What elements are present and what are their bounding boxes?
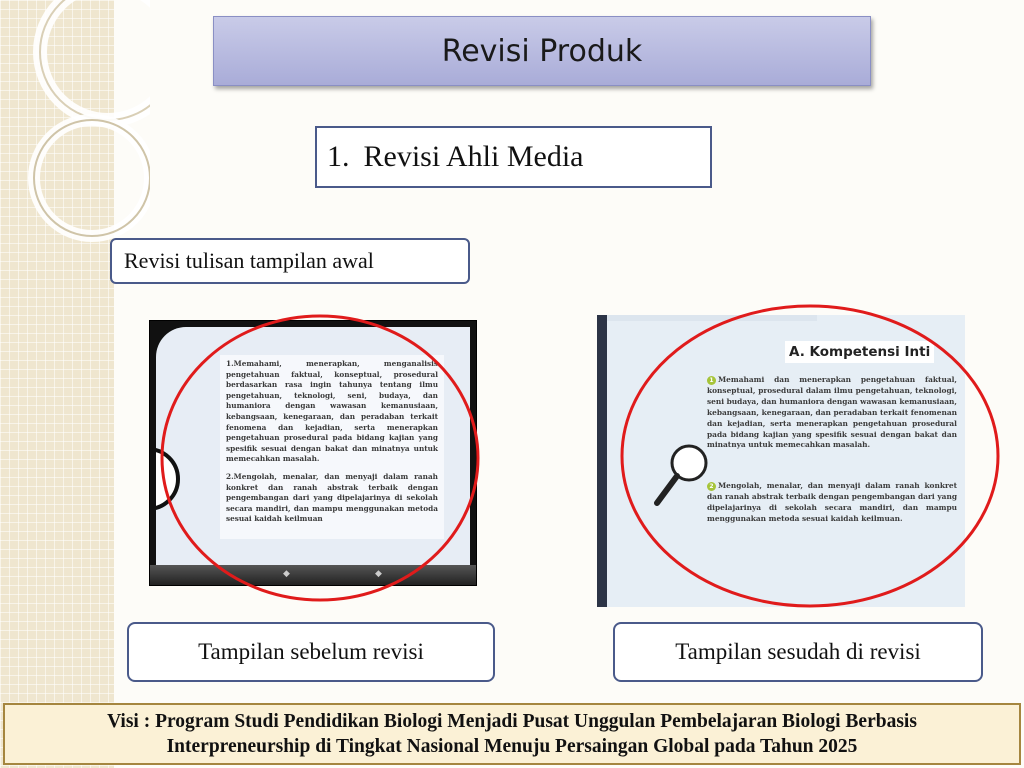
nav-right-icon: ◆ — [375, 569, 382, 579]
before-revision-screenshot: 1.Memahami, menerapkan, menganalisis pen… — [149, 320, 477, 586]
before-text-panel: 1.Memahami, menerapkan, menganalisis pen… — [220, 355, 444, 539]
decorative-circle-icon — [156, 447, 180, 511]
caption-before-revision: Tampilan sebelum revisi — [127, 622, 495, 682]
kompetensi-item-2-text: Mengolah, menalar, dan menyaji dalam ran… — [707, 481, 957, 523]
before-paragraph-1: 1.Memahami, menerapkan, menganalisis pen… — [226, 359, 438, 464]
kompetensi-item-1-text: Memahami dan menerapkan pengetahuan fakt… — [707, 375, 957, 450]
nav-left-icon: ◆ — [283, 569, 290, 579]
before-nav-bar: ◆ ◆ — [150, 565, 476, 585]
slide-title: Revisi Produk — [213, 16, 871, 86]
vision-footer: Visi : Program Studi Pendidikan Biologi … — [3, 703, 1021, 765]
section-heading: 1. Revisi Ahli Media — [315, 126, 712, 188]
kompetensi-title: A. Kompetensi Inti — [785, 341, 935, 363]
after-sidebar — [597, 315, 607, 607]
bullet-1-icon: 1 — [707, 375, 716, 385]
decorative-ring-icon — [28, 0, 150, 242]
caption-after-revision: Tampilan sesudah di revisi — [613, 622, 983, 682]
after-top-strip — [607, 315, 817, 321]
magnifier-icon — [654, 444, 708, 506]
before-screen: 1.Memahami, menerapkan, menganalisis pen… — [156, 327, 470, 565]
section-heading-text: Revisi Ahli Media — [363, 140, 584, 173]
vision-line-2: Interpreneurship di Tingkat Nasional Men… — [166, 736, 858, 757]
section-number: 1. — [327, 140, 350, 173]
vision-line-1: Visi : Program Studi Pendidikan Biologi … — [107, 711, 917, 732]
subtitle-label: Revisi tulisan tampilan awal — [110, 238, 470, 284]
before-paragraph-2: 2.Mengolah, menalar, dan menyaji dalam r… — [226, 471, 438, 524]
